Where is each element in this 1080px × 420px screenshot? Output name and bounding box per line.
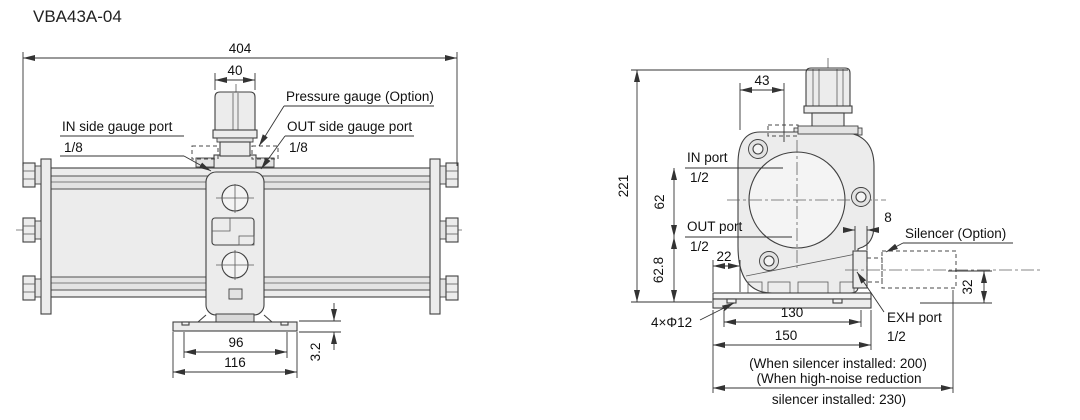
bracket-slot	[228, 288, 243, 300]
pressure-gauge-callout: Pressure gauge (Option)	[258, 89, 434, 147]
note-silencer-installed: (When silencer installed: 200)	[749, 356, 927, 371]
out-gauge-callout: OUT side gauge port 1/8	[260, 119, 414, 170]
dim-exh-protrusion: 8	[843, 210, 892, 250]
nameplate	[211, 217, 255, 246]
cover-bolt-bottom-left	[759, 251, 779, 271]
model-title: VBA43A-04	[33, 7, 122, 26]
dim-3-2-text: 3.2	[308, 343, 323, 362]
cover-bolt-right	[851, 187, 871, 207]
dim-base-width: 150	[712, 310, 872, 393]
in-gauge-size: 1/8	[64, 140, 83, 155]
dim-hole-pitch: 130	[723, 305, 862, 327]
dim-150-text: 150	[775, 328, 798, 343]
side-view: 221 43 IN port 1/2 OUT port 1/2 62 62.8	[616, 58, 1042, 407]
dim-foot-width: 116	[172, 332, 298, 378]
silencer-callout: Silencer (Option)	[885, 226, 1013, 253]
left-end-cap	[22, 158, 52, 315]
dim-40-text: 40	[227, 63, 242, 78]
note-high-noise-line2: silencer installed: 230)	[772, 392, 906, 407]
center-bracket	[205, 171, 265, 316]
tie-rod-bolts-left	[22, 162, 42, 301]
in-port-callout: IN port 1/2	[685, 150, 783, 185]
dim-404-text: 404	[229, 41, 252, 56]
dim-130-text: 130	[781, 305, 804, 320]
cover-bolt-top-left	[748, 139, 768, 159]
knob-pedestal	[797, 125, 859, 135]
exh-port-size: 1/2	[887, 329, 906, 344]
silencer-phantom	[845, 250, 1042, 289]
out-gauge-label: OUT side gauge port	[287, 119, 412, 134]
foot-hole-left	[181, 321, 190, 326]
right-end-cap	[429, 158, 459, 315]
dim-22-text: 22	[716, 249, 731, 264]
dim-base-edge-offset: 22	[712, 249, 741, 292]
silencer-length-dim: (When silencer installed: 200) (When hig…	[713, 290, 954, 407]
dim-knob-width: 40	[214, 63, 256, 90]
in-port-label: IN port	[687, 150, 728, 165]
base-plate	[712, 292, 872, 309]
mounting-foot	[172, 313, 298, 332]
dim-overall-width: 404	[22, 41, 458, 166]
dim-62-8-text: 62.8	[651, 257, 666, 283]
mount-holes-label: 4×Φ12	[651, 315, 692, 330]
dim-port-spacing: 62	[652, 168, 677, 237]
gauge-port-phantom-side	[767, 124, 799, 137]
pressure-gauge-label: Pressure gauge (Option)	[286, 89, 434, 104]
dim-8-text: 8	[884, 210, 892, 225]
dim-silencer-height: 32	[920, 270, 992, 304]
out-port-callout: OUT port 1/2	[685, 219, 792, 254]
regulator-knob-front	[191, 84, 279, 169]
front-view: 404 40 Pressure gauge (Option) IN side g…	[16, 41, 462, 378]
dim-overall-height: 221	[616, 69, 848, 303]
out-gauge-size: 1/8	[289, 140, 308, 155]
foot-hole-right	[280, 321, 289, 326]
out-port-size: 1/2	[690, 239, 709, 254]
note-high-noise-line1: (When high-noise reduction	[756, 371, 921, 386]
in-gauge-callout: IN side gauge port 1/8	[60, 119, 212, 172]
dim-221-text: 221	[616, 175, 631, 198]
dim-96-text: 96	[228, 335, 243, 350]
dim-foot-thickness: 3.2	[299, 303, 341, 361]
exh-boss	[852, 250, 868, 289]
exh-port-label: EXH port	[887, 310, 942, 325]
silencer-label: Silencer (Option)	[905, 226, 1006, 241]
dim-116-text: 116	[224, 355, 246, 370]
in-gauge-label: IN side gauge port	[62, 119, 173, 134]
in-gauge-port-phantom	[191, 145, 219, 160]
dim-62-text: 62	[652, 194, 667, 209]
out-port-label: OUT port	[687, 219, 743, 234]
exh-port-callout: EXH port 1/2	[856, 271, 942, 344]
base-hole-left	[726, 298, 737, 304]
tie-rod-bolts-right	[439, 162, 459, 301]
dim-knob-center: 43	[739, 73, 785, 142]
mount-holes-callout: 4×Φ12	[651, 302, 735, 330]
dim-43-text: 43	[754, 73, 769, 88]
dim-out-to-base: 62.8	[651, 237, 677, 302]
booster-body	[727, 124, 886, 294]
dim-foot-hole-span: 96	[183, 332, 288, 358]
in-port-size: 1/2	[690, 170, 709, 185]
base-hole-right	[832, 298, 843, 304]
dim-32-text: 32	[960, 279, 975, 294]
